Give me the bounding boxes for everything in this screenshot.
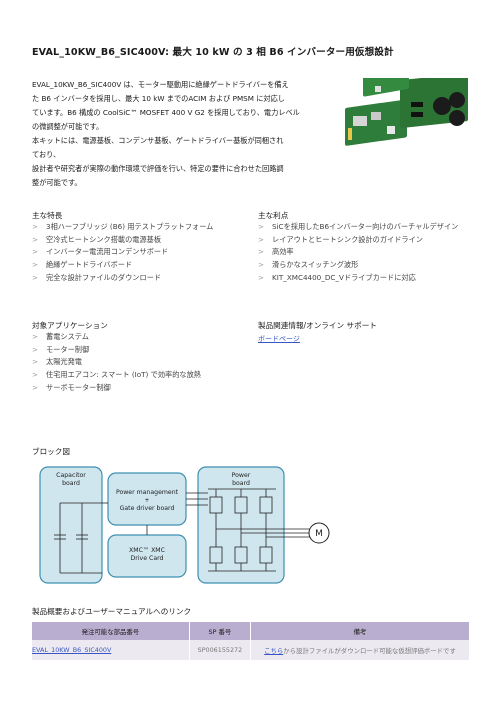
part-number-link[interactable]: EVAL_10KW_B6_SIC400V	[32, 646, 112, 654]
remark-cell: こちらから設計ファイルがダウンロード可能な仮想評価ボードです	[250, 640, 469, 660]
table-row: EVAL_10KW_B6_SIC400V SP006155272 こちらから設計…	[32, 640, 469, 660]
list-item: 太陽光発電	[32, 356, 201, 369]
xmc-label-2: Drive Card	[131, 555, 164, 562]
motor-symbol	[308, 522, 330, 544]
motor-label: M	[315, 529, 323, 539]
features-list: 3相ハーフブリッジ (B6) 用テストプラットフォーム 空冷式ヒートシンク搭載の…	[32, 221, 213, 284]
pm-label-3: Gate driver board	[120, 505, 175, 512]
list-item: SiCを採用したB6インバーター向けのバーチャルデザイン	[258, 221, 458, 234]
capacitor-symbol	[54, 502, 102, 574]
list-item: 高効率	[258, 246, 458, 259]
intro-line: 整が可能です。	[32, 178, 82, 187]
remark-link[interactable]: こちら	[264, 646, 284, 655]
intro-line: ています。B6 構成の CoolSiC™ MOSFET 400 V G2 を採用…	[32, 108, 300, 117]
applications-list: 蓄電システム モーター制御 太陽光発電 住宅用エアコン: スマート (IoT) …	[32, 331, 201, 394]
list-item: 完全な設計ファイルのダウンロード	[32, 272, 213, 285]
intro-line: の微調整が可能です。	[32, 122, 104, 131]
sp-number-cell: SP006155272	[189, 640, 251, 660]
table-header-row: 発注可能な部品番号 SP 番号 備考	[32, 622, 469, 640]
capacitor-label-2: board	[62, 480, 80, 487]
table-heading: 製品概要およびユーザーマニュアルへのリンク	[32, 607, 192, 616]
list-item: 3相ハーフブリッジ (B6) 用テストプラットフォーム	[32, 221, 213, 234]
list-item: 滑らかなスイッチング波形	[258, 259, 458, 272]
intro-line: 設計者や研究者が実際の動作環境で評価を行い、特定の要件に合わせた回路調	[32, 164, 284, 173]
power-label-1: Power	[232, 472, 251, 479]
intro-paragraph: EVAL_10KW_B6_SIC400V は、モーター駆動用に絶縁ゲートドライバ…	[32, 78, 332, 190]
product-table: 発注可能な部品番号 SP 番号 備考 EVAL_10KW_B6_SIC400V …	[32, 622, 469, 660]
applications-heading: 対象アプリケーション	[32, 321, 108, 330]
xmc-label-1: XMC™ XMC	[129, 547, 165, 554]
features-heading: 主な特長	[32, 211, 63, 220]
intro-line: 本キットには、電源基板、コンデンサ基板、ゲートドライバー基板が同梱され	[32, 136, 284, 145]
intro-line: た B6 インバータを採用し、最大 10 kW までのACIM および PMSM…	[32, 94, 285, 103]
board-photo	[345, 78, 468, 146]
pm-label-2: +	[144, 497, 149, 504]
list-item: KIT_XMC4400_DC_Vドライブカードに対応	[258, 272, 458, 285]
remark-text: から設計ファイルがダウンロード可能な仮想評価ボードです	[283, 646, 456, 655]
list-item: サーボモーター制御	[32, 382, 201, 395]
benefits-heading: 主な利点	[258, 211, 289, 220]
block-diagram-heading: ブロック図	[32, 447, 70, 456]
list-item: モーター制御	[32, 344, 201, 357]
page-title: EVAL_10KW_B6_SIC400V: 最大 10 kW の 3 相 B6 …	[32, 47, 394, 58]
pm-label-1: Power management	[116, 489, 179, 496]
intro-line: ており、	[32, 150, 61, 159]
power-label-2: board	[232, 480, 250, 487]
inverter-bridge	[208, 488, 310, 572]
list-item: レイアウトとヒートシンク設計のガイドライン	[258, 234, 458, 247]
list-item: 蓄電システム	[32, 331, 201, 344]
list-item: インバーター電流用コンデンサボード	[32, 246, 213, 259]
list-item: 空冷式ヒートシンク搭載の電源基板	[32, 234, 213, 247]
list-item: 住宅用エアコン: スマート (IoT) で効率的な放熱	[32, 369, 201, 382]
part-number-cell: EVAL_10KW_B6_SIC400V	[32, 640, 190, 660]
list-item: 絶縁ゲートドライバボード	[32, 259, 213, 272]
block-diagram: Capacitor board Power management + Gate …	[39, 466, 330, 584]
column-header: 備考	[250, 622, 469, 640]
capacitor-board-block	[39, 466, 103, 584]
column-header: 発注可能な部品番号	[32, 622, 190, 640]
capacitor-label-1: Capacitor	[56, 472, 86, 479]
board-page-link[interactable]: ボードページ	[258, 335, 300, 343]
column-header: SP 番号	[189, 622, 251, 640]
support-heading: 製品関連情報/オンライン サポート	[258, 321, 377, 330]
intro-line: EVAL_10KW_B6_SIC400V は、モーター駆動用に絶縁ゲートドライバ…	[32, 80, 289, 89]
benefits-list: SiCを採用したB6インバーター向けのバーチャルデザイン レイアウトとヒートシン…	[258, 221, 458, 284]
